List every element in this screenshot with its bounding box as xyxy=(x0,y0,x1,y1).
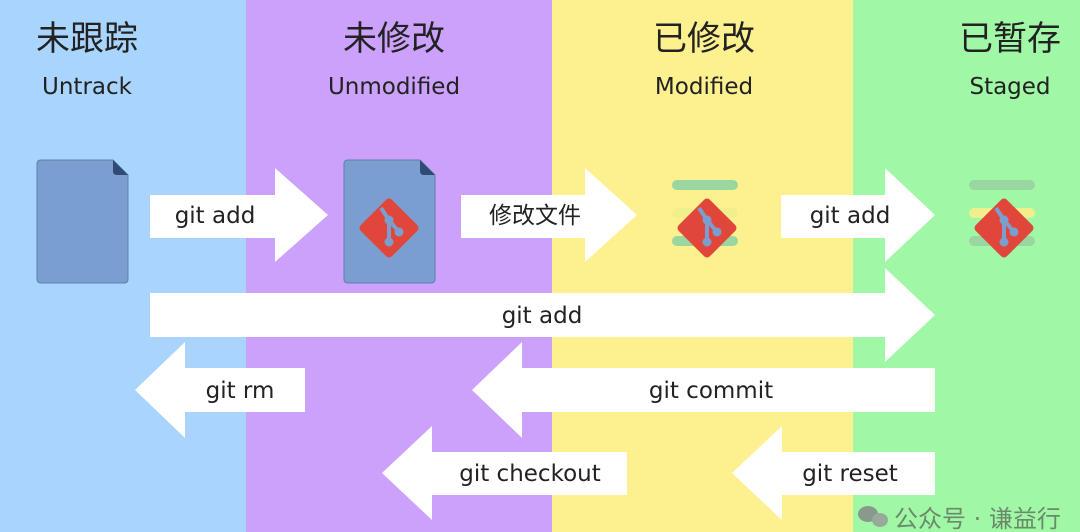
arrow-git-commit: git commit xyxy=(472,342,935,438)
column-staged-bg xyxy=(853,0,1080,532)
column-title-zh: 已修改 xyxy=(653,19,755,59)
column-title-en: Unmodified xyxy=(328,74,460,100)
wechat-icon xyxy=(858,506,888,527)
column-title-zh: 未跟踪 xyxy=(36,19,138,59)
watermark: 公众号 · 谦益行 xyxy=(858,505,1061,532)
unmodified-file-icon xyxy=(343,159,436,284)
arrow-label: git commit xyxy=(649,378,773,404)
arrow-modify-file: 修改文件 xyxy=(461,168,637,262)
column-title-en: Untrack xyxy=(42,74,133,100)
column-modified-bg xyxy=(552,0,853,532)
arrow-label: git reset xyxy=(802,461,898,487)
arrow-git-add-modified: git add xyxy=(781,168,935,262)
arrow-git-add-all: git add xyxy=(150,268,935,362)
arrow-git-reset: git reset xyxy=(732,426,935,520)
column-title-en: Staged xyxy=(969,74,1050,100)
untracked-file-icon xyxy=(36,159,129,284)
arrow-label: git add xyxy=(810,203,891,229)
arrow-label: 修改文件 xyxy=(489,203,581,229)
column-title-zh: 已暂存 xyxy=(959,19,1061,59)
arrow-label: git rm xyxy=(206,378,275,404)
arrow-label: git add xyxy=(502,303,583,329)
arrow-label: git checkout xyxy=(459,461,601,487)
arrow-git-rm: git rm xyxy=(135,342,305,438)
column-title-en: Modified xyxy=(655,74,753,100)
watermark-text: 公众号 · 谦益行 xyxy=(894,505,1061,532)
arrow-git-checkout: git checkout xyxy=(382,426,627,520)
arrow-git-add-untracked: git add xyxy=(150,168,328,262)
arrow-label: git add xyxy=(175,203,256,229)
column-title-zh: 未修改 xyxy=(343,19,445,59)
